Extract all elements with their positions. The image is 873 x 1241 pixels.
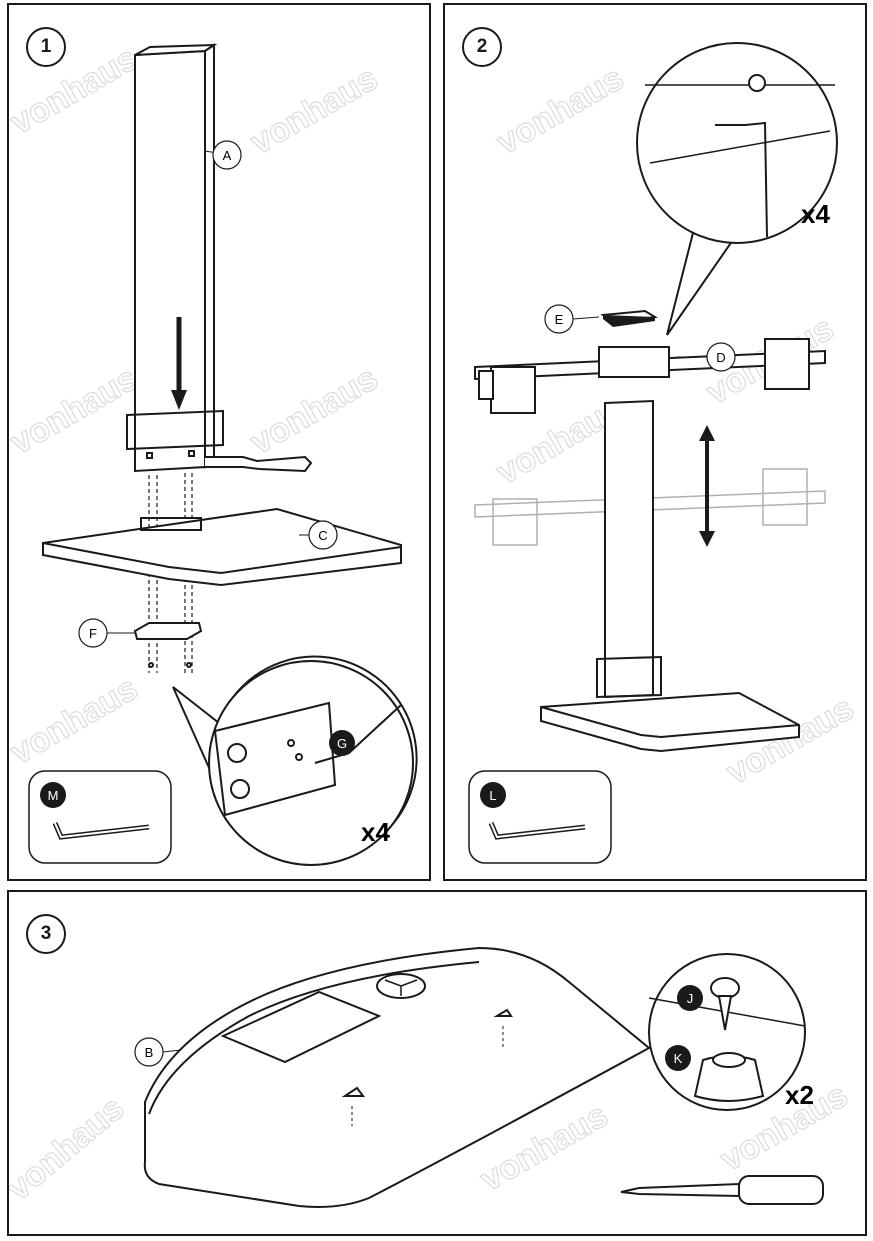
label-d: D — [677, 342, 736, 372]
watermark: vonhaus — [244, 359, 384, 462]
label-j: J — [677, 985, 703, 1011]
label-m: M — [40, 782, 66, 808]
watermark: vonhaus — [9, 669, 144, 772]
svg-text:M: M — [48, 788, 59, 803]
arrow-up-down-icon — [699, 425, 715, 547]
step-number-3: 3 — [26, 914, 66, 954]
step-2-panel: 2 vonhaus vonhaus vonhaus vonhaus x4 — [443, 3, 867, 881]
bracket-f-icon — [133, 622, 203, 668]
svg-text:D: D — [716, 350, 725, 365]
svg-text:C: C — [318, 528, 327, 543]
label-k: K — [665, 1045, 691, 1071]
step-2-illustration: vonhaus vonhaus vonhaus vonhaus x4 — [468, 42, 861, 864]
label-b: B — [134, 1037, 182, 1067]
svg-text:K: K — [674, 1051, 683, 1066]
quantity-label: x4 — [361, 817, 390, 847]
label-f: F — [78, 618, 135, 648]
pole-part-a-icon — [126, 43, 313, 473]
pole-icon — [596, 399, 662, 699]
quantity-label: x4 — [801, 199, 830, 229]
svg-text:G: G — [337, 736, 347, 751]
zoom-callout — [636, 42, 838, 336]
watermark: vonhaus — [9, 1089, 131, 1208]
arrow-down-head-icon — [171, 390, 187, 410]
base-plate-c-icon — [42, 507, 402, 587]
step-3-illustration: vonhaus vonhaus vonhaus — [9, 946, 855, 1209]
label-e: E — [544, 304, 600, 334]
svg-text:A: A — [223, 148, 232, 163]
base-plate-icon — [540, 691, 800, 753]
label-c: C — [299, 520, 338, 550]
svg-text:L: L — [489, 788, 496, 803]
label-g: G — [329, 730, 355, 756]
desk-top-b-icon — [143, 946, 651, 1208]
watermark: vonhaus — [9, 359, 144, 462]
quantity-label: x2 — [785, 1080, 814, 1110]
svg-text:F: F — [89, 626, 97, 641]
step-number-2: 2 — [462, 27, 502, 67]
cover-e-icon — [600, 309, 658, 327]
label-a: A — [204, 140, 242, 170]
screw-j-icon — [710, 977, 740, 1031]
svg-text:J: J — [687, 991, 694, 1006]
screwdriver-icon — [620, 1175, 824, 1205]
svg-text:B: B — [145, 1045, 154, 1060]
step-1-panel: 1 vonhaus vonhaus vonhaus vonhaus vonhau… — [7, 3, 431, 881]
label-l: L — [480, 782, 506, 808]
watermark: vonhaus — [244, 59, 384, 162]
step-number-1: 1 — [26, 27, 66, 67]
svg-text:E: E — [555, 312, 564, 327]
step-3-panel: 3 vonhaus vonhaus vonhaus — [7, 890, 867, 1236]
watermark: vonhaus — [490, 59, 630, 162]
zoom-callout — [172, 655, 418, 866]
step-1-illustration: vonhaus vonhaus vonhaus vonhaus vonhaus — [9, 39, 418, 866]
watermark: vonhaus — [9, 39, 144, 142]
